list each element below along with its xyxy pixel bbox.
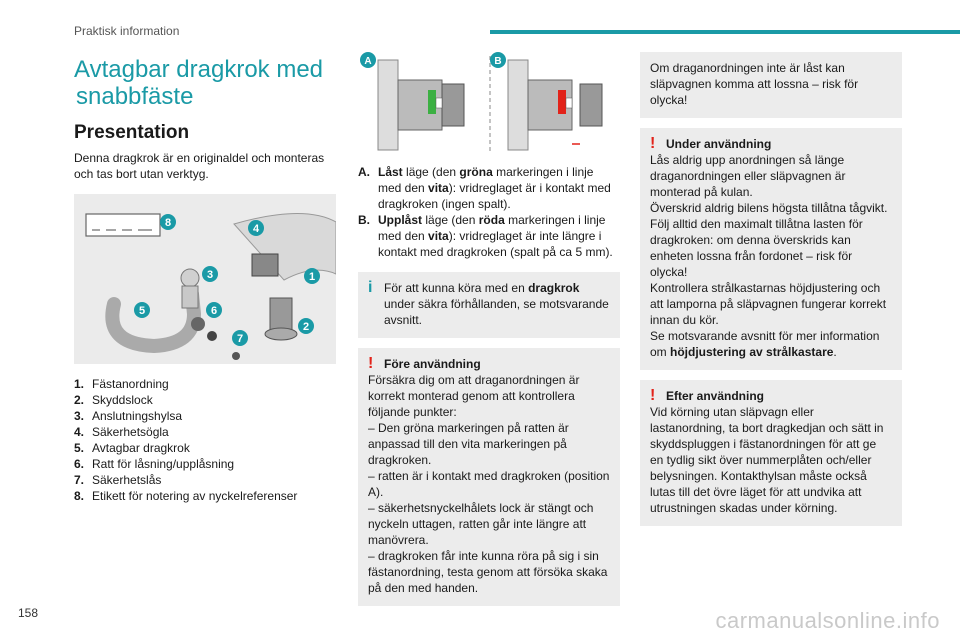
info-box: i För att kunna köra med en dragkrok und… bbox=[358, 272, 620, 338]
list-item: 5.Avtagbar dragkrok bbox=[74, 441, 190, 455]
position-a-badge: A bbox=[364, 56, 371, 67]
exclamation-warning-icon: ! bbox=[650, 387, 656, 404]
headlamp-adjustment-reference: höjdjustering av strålkastare bbox=[670, 345, 834, 359]
header-accent-bar bbox=[490, 30, 960, 34]
callout-3: 3 bbox=[207, 269, 213, 281]
callout-8: 8 bbox=[165, 217, 171, 229]
callout-1: 1 bbox=[309, 271, 315, 283]
exclamation-warning-icon: ! bbox=[650, 135, 656, 152]
presentation-heading: Presentation bbox=[74, 122, 190, 143]
list-item: 2.Skyddslock bbox=[74, 393, 153, 407]
column-presentation: Avtagbar dragkrok med snabbfäste Present… bbox=[74, 52, 336, 504]
during-use-warning: ! Under användning Lås aldrig upp anordn… bbox=[640, 128, 902, 370]
list-item: 1.Fästanordning bbox=[74, 377, 169, 391]
parts-list: 1.Fästanordning 2.Skyddslock 3.Anslutnin… bbox=[74, 376, 336, 504]
page-title: Avtagbar dragkrok med snabbfäste bbox=[74, 56, 324, 110]
page-number: 158 bbox=[18, 606, 39, 620]
position-b-badge: B bbox=[494, 56, 501, 67]
after-use-warning: ! Efter användning Vid körning utan släp… bbox=[640, 380, 902, 526]
running-header: Praktisk information bbox=[74, 24, 180, 38]
callout-badges: 8 4 3 1 5 6 2 7 bbox=[134, 214, 320, 346]
list-item: 8.Etikett för notering av nyckelreferens… bbox=[74, 489, 298, 503]
before-use-title: Före användning bbox=[384, 357, 481, 371]
during-use-title: Under användning bbox=[666, 137, 772, 151]
before-use-warning: ! Före användning Försäkra dig om att dr… bbox=[358, 348, 620, 606]
legend-b: B. Upplåst läge (den röda markeringen i … bbox=[358, 213, 613, 259]
position-legend: A. Låst läge (den gröna markeringen i li… bbox=[358, 164, 620, 260]
list-item: 6.Ratt för låsning/upplåsning bbox=[74, 457, 235, 471]
list-item: 3.Anslutningshylsa bbox=[74, 409, 183, 423]
callout-6: 6 bbox=[211, 305, 217, 317]
exclamation-warning-icon: ! bbox=[368, 355, 374, 372]
column-lock-positions: A B A. Låst läge (den gröna markeringen … bbox=[358, 52, 620, 616]
list-item: 4.Säkerhetsögla bbox=[74, 425, 169, 439]
towbar-parts-illustration: 8 4 3 1 5 6 2 7 bbox=[74, 194, 336, 364]
list-item: 7.Säkerhetslås bbox=[74, 473, 162, 487]
intro-text: Denna dragkrok är en originaldel och mon… bbox=[74, 151, 325, 181]
after-use-title: Efter användning bbox=[666, 389, 765, 403]
legend-a: A. Låst läge (den gröna markeringen i li… bbox=[358, 165, 611, 211]
callout-2: 2 bbox=[303, 321, 309, 333]
column-warnings: Om draganordningen inte är låst kan släp… bbox=[640, 52, 902, 536]
callout-5: 5 bbox=[139, 305, 145, 317]
info-icon: i bbox=[368, 279, 373, 296]
callout-7: 7 bbox=[237, 333, 243, 345]
unlocked-risk-box: Om draganordningen inte är låst kan släp… bbox=[640, 52, 902, 118]
lock-position-illustration: A B bbox=[358, 52, 620, 156]
callout-4: 4 bbox=[253, 223, 260, 235]
watermark: carmanualsonline.info bbox=[715, 608, 940, 633]
